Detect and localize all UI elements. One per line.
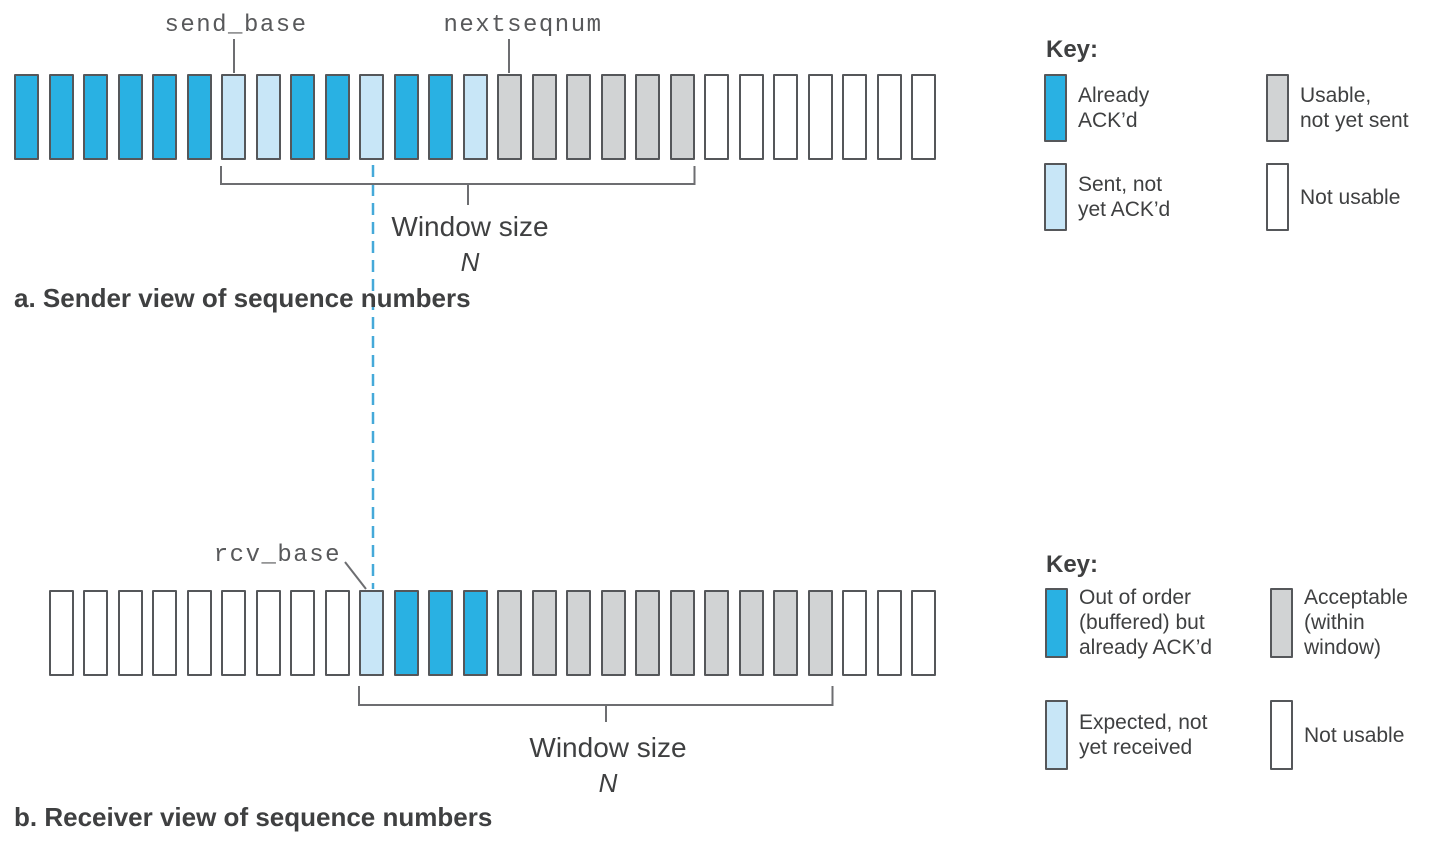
seq-box bbox=[497, 74, 522, 160]
key-title: Key: bbox=[1046, 551, 1099, 578]
seq-box bbox=[49, 74, 74, 160]
seq-box bbox=[428, 74, 453, 160]
seq-box bbox=[325, 590, 350, 676]
seq-box bbox=[739, 590, 764, 676]
seq-box bbox=[808, 590, 833, 676]
seq-box bbox=[290, 590, 315, 676]
key-item: Usable,not yet sent bbox=[1266, 74, 1409, 142]
sender-window-bracket bbox=[220, 166, 696, 205]
key-item: Not usable bbox=[1270, 700, 1404, 770]
key-swatch-already_acked bbox=[1044, 74, 1067, 142]
seq-box bbox=[532, 74, 557, 160]
sender-caption: a. Sender view of sequence numbers bbox=[14, 283, 471, 313]
seq-box bbox=[601, 74, 626, 160]
key-item-label: Not usable bbox=[1300, 185, 1401, 209]
seq-box bbox=[463, 74, 488, 160]
seq-box bbox=[152, 590, 177, 676]
seq-box bbox=[14, 74, 39, 160]
seq-box bbox=[49, 590, 74, 676]
key-swatch-sent_not_acked bbox=[1044, 163, 1067, 231]
seq-box bbox=[842, 74, 867, 160]
seq-box bbox=[187, 590, 212, 676]
seq-box bbox=[911, 74, 936, 160]
seq-box bbox=[359, 74, 384, 160]
key-title: Key: bbox=[1046, 36, 1099, 63]
seq-box bbox=[635, 590, 660, 676]
seq-box bbox=[359, 590, 384, 676]
seq-box bbox=[773, 74, 798, 160]
seq-box bbox=[566, 590, 591, 676]
seq-box bbox=[773, 590, 798, 676]
seq-box bbox=[911, 590, 936, 676]
seq-box bbox=[877, 74, 902, 160]
seq-box bbox=[118, 590, 143, 676]
seq-box bbox=[256, 590, 281, 676]
seq-box bbox=[428, 590, 453, 676]
key-item: Not usable bbox=[1266, 163, 1400, 231]
seq-box bbox=[221, 74, 246, 160]
seq-box bbox=[83, 590, 108, 676]
key-item-label: Usable,not yet sent bbox=[1300, 84, 1409, 132]
seq-box bbox=[187, 74, 212, 160]
receiver-caption: b. Receiver view of sequence numbers bbox=[14, 802, 493, 832]
seq-box bbox=[221, 590, 246, 676]
sender-window-size-n: N bbox=[460, 247, 480, 277]
send-base-label: send_base bbox=[164, 12, 308, 39]
seq-box bbox=[463, 590, 488, 676]
receiver-window-bracket bbox=[358, 686, 834, 722]
seq-box bbox=[290, 74, 315, 160]
receiver-window-size-n: N bbox=[598, 768, 618, 798]
key-item-label: Not usable bbox=[1304, 723, 1405, 747]
nextseqnum-label: nextseqnum bbox=[443, 12, 603, 39]
seq-box bbox=[118, 74, 143, 160]
seq-box bbox=[256, 74, 281, 160]
key-swatch-acceptable bbox=[1270, 587, 1293, 658]
seq-box bbox=[566, 74, 591, 160]
seq-box bbox=[842, 590, 867, 676]
seq-box bbox=[704, 590, 729, 676]
seq-box bbox=[325, 74, 350, 160]
seq-box bbox=[670, 74, 695, 160]
receiver-window-size-label: Window size bbox=[529, 732, 687, 763]
key-swatch-buffered bbox=[1045, 587, 1068, 658]
key-swatch-usable bbox=[1266, 74, 1289, 142]
seq-box bbox=[394, 74, 419, 160]
rcv-base-pointer-line bbox=[344, 561, 367, 590]
seq-box bbox=[83, 74, 108, 160]
key-swatch-not_usable bbox=[1266, 163, 1289, 231]
seq-box bbox=[739, 74, 764, 160]
key-swatch-not_usable bbox=[1270, 700, 1293, 770]
seq-box bbox=[808, 74, 833, 160]
seq-box bbox=[152, 74, 177, 160]
sender-window-size-label: Window size bbox=[391, 211, 549, 242]
seq-box bbox=[670, 590, 695, 676]
seq-box bbox=[497, 590, 522, 676]
rcv-base-label: rcv_base bbox=[213, 542, 341, 569]
key-swatch-expected bbox=[1045, 700, 1068, 770]
seq-box bbox=[635, 74, 660, 160]
seq-box bbox=[704, 74, 729, 160]
seq-box bbox=[877, 590, 902, 676]
seq-box bbox=[601, 590, 626, 676]
seq-box bbox=[532, 590, 557, 676]
seq-box bbox=[394, 590, 419, 676]
